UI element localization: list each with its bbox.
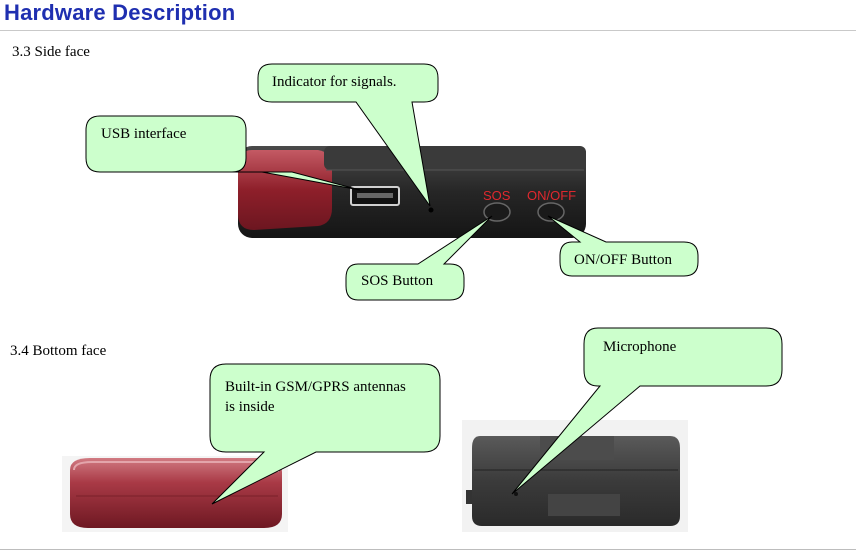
microphone-hole xyxy=(514,492,518,496)
callout-usb-text: USB interface xyxy=(101,126,187,142)
callout-usb-bubble xyxy=(85,115,361,191)
callout-antenna-text-line1: Built-in GSM/GPRS antennas xyxy=(225,379,406,395)
callout-microphone-bubble xyxy=(511,327,783,495)
side-face-device: SOS ON/OFF xyxy=(238,146,586,238)
callout-sos-bubble xyxy=(345,215,493,301)
onoff-button xyxy=(537,202,565,222)
bottom-face-red-device xyxy=(62,456,288,532)
indicator-led xyxy=(428,207,434,213)
device-top-edge xyxy=(324,146,586,170)
callout-antenna-text-line2: is inside xyxy=(225,399,275,415)
callout-indicator-bubble xyxy=(257,63,439,207)
section-bottom-face: 3.4 Bottom face xyxy=(10,343,107,359)
title-divider xyxy=(0,30,856,31)
callout-sos-text: SOS Button xyxy=(361,273,434,289)
callout-indicator-text: Indicator for signals. xyxy=(272,74,397,90)
callout-onoff-bubble xyxy=(547,215,699,277)
red-device-body xyxy=(70,458,282,528)
device-red-cap xyxy=(238,150,332,230)
callout-microphone-text: Microphone xyxy=(603,339,677,355)
callout-antenna-bubble xyxy=(209,363,441,505)
onoff-label: ON/OFF xyxy=(527,188,576,203)
section-side-face: 3.3 Side face xyxy=(12,44,90,60)
callout-onoff-text: ON/OFF Button xyxy=(574,252,672,268)
bottom-divider xyxy=(0,549,856,550)
sos-label: SOS xyxy=(483,188,511,203)
page-title: Hardware Description xyxy=(4,0,236,25)
black-device-body xyxy=(472,436,680,526)
